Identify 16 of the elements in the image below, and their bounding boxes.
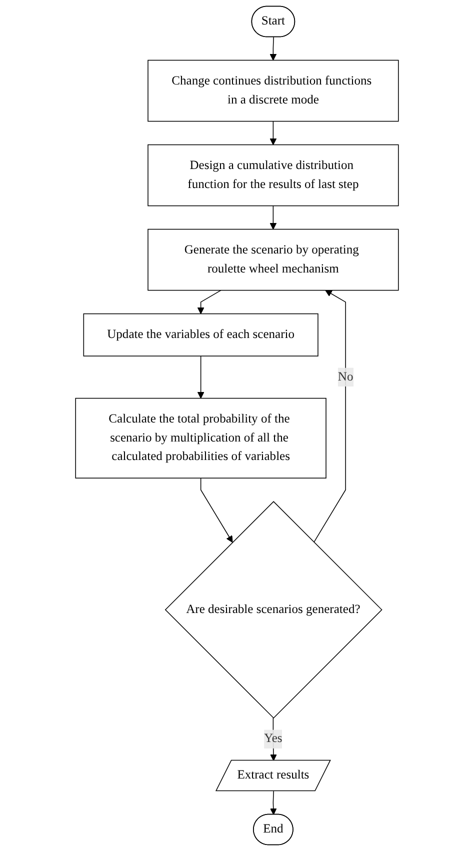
node-box: Design a cumulative distribution function for the results of last step bbox=[148, 144, 399, 206]
arrow bbox=[270, 36, 277, 61]
edge-label: No bbox=[338, 370, 354, 384]
node-box: Generate the scenario by operating roulette wheel mechanism bbox=[148, 228, 399, 291]
arrow bbox=[314, 290, 346, 543]
arrow bbox=[197, 290, 222, 314]
node-diamond: Are desirable scenarios generated? bbox=[164, 501, 382, 719]
arrow bbox=[270, 790, 277, 815]
arrow bbox=[197, 356, 204, 399]
edge-label: Yes bbox=[264, 732, 282, 746]
arrow bbox=[200, 478, 233, 543]
node-box: Calculate the total probability of the scenario by multiplication of all the calculated probabilities of variables bbox=[75, 398, 326, 478]
node-box: Change continues distribution functions in a discrete mode bbox=[148, 60, 399, 122]
arrow bbox=[270, 120, 277, 146]
arrow bbox=[270, 205, 277, 230]
node-box: Update the variables of each scenario bbox=[83, 313, 318, 356]
